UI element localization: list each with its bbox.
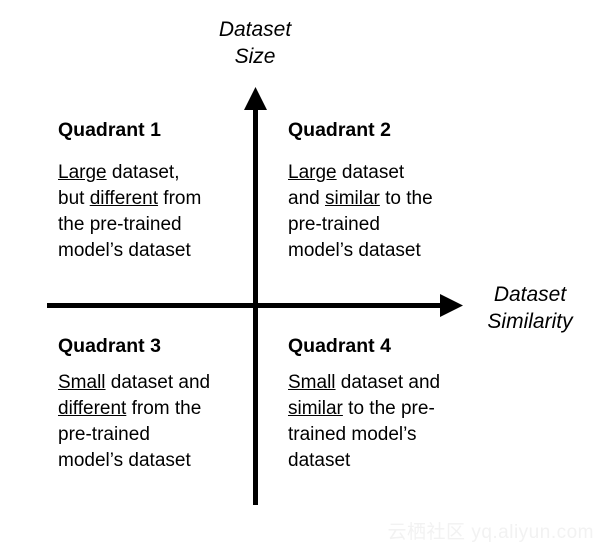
text-line: different from the	[58, 396, 253, 422]
text-run: model’s dataset	[288, 240, 421, 261]
text-run: pre-trained	[58, 424, 150, 445]
emphasized-word: Large	[288, 162, 337, 183]
emphasized-word: similar	[324, 188, 380, 209]
quadrant-1-block: Quadrant 1 Large dataset,but different f…	[58, 118, 243, 264]
quadrant-2-heading: Quadrant 2	[288, 119, 391, 141]
text-line: and similar to the	[288, 186, 478, 212]
y-axis-title: Dataset Size	[155, 16, 355, 70]
quadrant-1-heading: Quadrant 1	[58, 119, 161, 141]
text-line: pre-trained	[58, 422, 253, 448]
text-run: and	[288, 188, 325, 209]
text-line: pre-trained	[288, 212, 478, 238]
text-line: similar to the pre-	[288, 396, 483, 422]
text-run: from	[158, 188, 202, 209]
y-axis-arrowhead	[244, 87, 267, 110]
text-run: trained model’s	[288, 424, 417, 445]
text-line: trained model’s	[288, 422, 483, 448]
emphasized-word: similar	[288, 398, 343, 419]
x-axis-title-line-1: Dataset	[493, 283, 567, 306]
emphasized-word: Small	[288, 372, 336, 393]
quadrant-4-heading: Quadrant 4	[288, 335, 391, 357]
text-line: Small dataset and	[288, 370, 483, 396]
text-line: the pre-trained	[58, 212, 243, 238]
text-run: from the	[126, 398, 202, 419]
text-run: the pre-trained	[58, 214, 182, 235]
text-run: dataset,	[106, 162, 180, 183]
y-axis-title-line-2: Size	[234, 45, 276, 68]
emphasized-word: Large	[58, 162, 107, 183]
x-axis-title-line-2: Similarity	[487, 310, 573, 333]
text-run: to the pre-	[342, 398, 435, 419]
text-run: pre-trained	[288, 214, 380, 235]
text-run: dataset and	[335, 372, 441, 393]
text-line: Large dataset,	[58, 160, 243, 186]
text-line: dataset	[288, 448, 483, 474]
text-run: to the	[379, 188, 433, 209]
emphasized-word: Small	[58, 372, 106, 393]
text-run: but	[58, 188, 90, 209]
text-line: model’s dataset	[288, 238, 478, 264]
text-line: Small dataset and	[58, 370, 253, 396]
watermark-text: 云栖社区 yq.aliyun.com	[387, 522, 594, 543]
text-run: model’s dataset	[58, 450, 191, 471]
x-axis-title: Dataset Similarity	[455, 281, 600, 335]
emphasized-word: different	[58, 398, 127, 419]
text-line: model’s dataset	[58, 448, 253, 474]
text-run: dataset	[336, 162, 405, 183]
y-axis-title-line-1: Dataset	[218, 18, 292, 41]
quadrant-3-heading: Quadrant 3	[58, 335, 161, 357]
text-line: but different from	[58, 186, 243, 212]
text-line: Large dataset	[288, 160, 478, 186]
emphasized-word: different	[89, 188, 159, 209]
text-run: dataset	[288, 450, 351, 471]
text-run: model’s dataset	[58, 240, 191, 261]
text-run: dataset and	[105, 372, 211, 393]
text-line: model’s dataset	[58, 238, 243, 264]
